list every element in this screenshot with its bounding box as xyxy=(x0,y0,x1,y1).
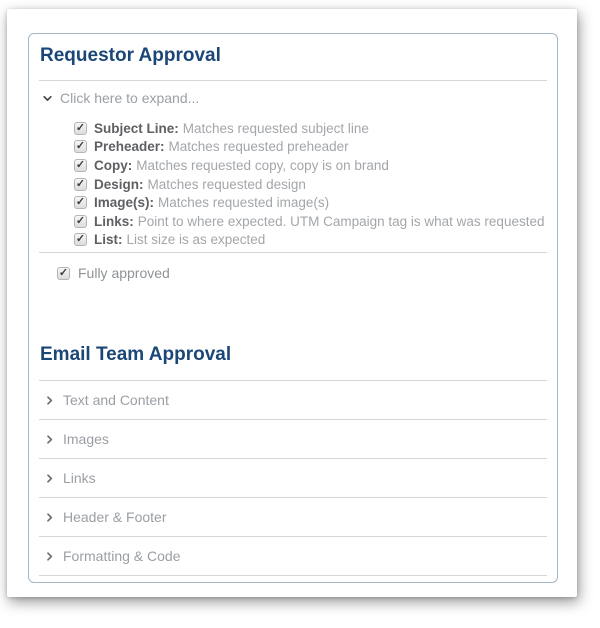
expand-toggle[interactable]: Click here to expand... xyxy=(39,90,547,106)
divider xyxy=(39,80,547,81)
checklist-item-description: Point to where expected. UTM Campaign ta… xyxy=(137,213,545,229)
chevron-right-icon xyxy=(44,395,55,406)
checkbox-checked[interactable]: ✓ xyxy=(74,233,87,247)
checklist-item-description: Matches requested image(s) xyxy=(158,195,330,211)
approval-form-card: Requestor Approval Click here to expand.… xyxy=(28,33,558,583)
accordion-item-label: Header & Footer xyxy=(63,509,167,526)
checklist-item-description: Matches requested copy, copy is on brand xyxy=(136,157,389,173)
checklist-item-label: Copy: xyxy=(94,157,133,173)
checklist-item-label: Image(s): xyxy=(94,195,155,211)
page: Requestor Approval Click here to expand.… xyxy=(7,9,577,597)
accordion-item-formatting-code[interactable]: Formatting & Code xyxy=(39,537,547,577)
checklist-item-description: Matches requested subject line xyxy=(182,120,369,136)
expand-toggle-label: Click here to expand... xyxy=(60,90,200,106)
accordion-item-label: Formatting & Code xyxy=(63,548,181,565)
checklist-item-label: Links: xyxy=(94,213,134,229)
chevron-right-icon xyxy=(44,434,55,445)
checklist-item-preheader: ✓ Preheader: Matches requested preheader xyxy=(74,138,547,157)
email-team-approval-title: Email Team Approval xyxy=(40,344,232,366)
chevron-right-icon xyxy=(44,512,55,523)
email-team-accordion: Text and Content Images Links Header & F… xyxy=(39,380,547,577)
checkbox-checked[interactable]: ✓ xyxy=(74,214,87,228)
checklist-item-label: Subject Line: xyxy=(94,120,179,136)
accordion-item-text-and-content[interactable]: Text and Content xyxy=(39,381,547,421)
checklist-item-design: ✓ Design: Matches requested design xyxy=(74,175,547,194)
checklist-item-list: ✓ List: List size is as expected xyxy=(74,231,547,250)
accordion-item-label: Links xyxy=(63,470,96,487)
fully-approved-row: ✓ Fully approved xyxy=(39,265,547,281)
accordion-item-links[interactable]: Links xyxy=(39,459,547,499)
accordion-item-header-footer[interactable]: Header & Footer xyxy=(39,498,547,538)
fully-approved-checkbox-checked[interactable]: ✓ xyxy=(57,266,70,280)
checklist-item-description: List size is as expected xyxy=(126,232,266,248)
checkbox-checked[interactable]: ✓ xyxy=(74,158,87,172)
chevron-down-icon xyxy=(42,93,53,104)
checkbox-checked[interactable]: ✓ xyxy=(74,121,87,135)
chevron-right-icon xyxy=(44,551,55,562)
accordion-item-images[interactable]: Images xyxy=(39,420,547,460)
chevron-right-icon xyxy=(44,473,55,484)
checkbox-checked[interactable]: ✓ xyxy=(74,140,87,154)
divider xyxy=(39,252,547,254)
checklist-item-links: ✓ Links: Point to where expected. UTM Ca… xyxy=(74,212,547,231)
checklist-item-images: ✓ Image(s): Matches requested image(s) xyxy=(74,193,547,212)
checklist-item-description: Matches requested preheader xyxy=(168,139,349,155)
checkbox-checked[interactable]: ✓ xyxy=(74,177,87,191)
checklist-item-description: Matches requested design xyxy=(147,176,306,192)
accordion-item-label: Text and Content xyxy=(63,392,169,409)
checklist-item-label: Preheader: xyxy=(94,139,165,155)
fully-approved-label: Fully approved xyxy=(78,265,170,282)
checklist-item-copy: ✓ Copy: Matches requested copy, copy is … xyxy=(74,156,547,175)
accordion-item-label: Images xyxy=(63,431,109,448)
requestor-checklist: ✓ Subject Line: Matches requested subjec… xyxy=(39,119,547,249)
requestor-approval-title: Requestor Approval xyxy=(40,45,221,66)
checklist-item-label: Design: xyxy=(94,176,144,192)
checklist-item-subject-line: ✓ Subject Line: Matches requested subjec… xyxy=(74,119,547,138)
checklist-item-label: List: xyxy=(94,232,123,248)
checkbox-checked[interactable]: ✓ xyxy=(74,196,87,210)
